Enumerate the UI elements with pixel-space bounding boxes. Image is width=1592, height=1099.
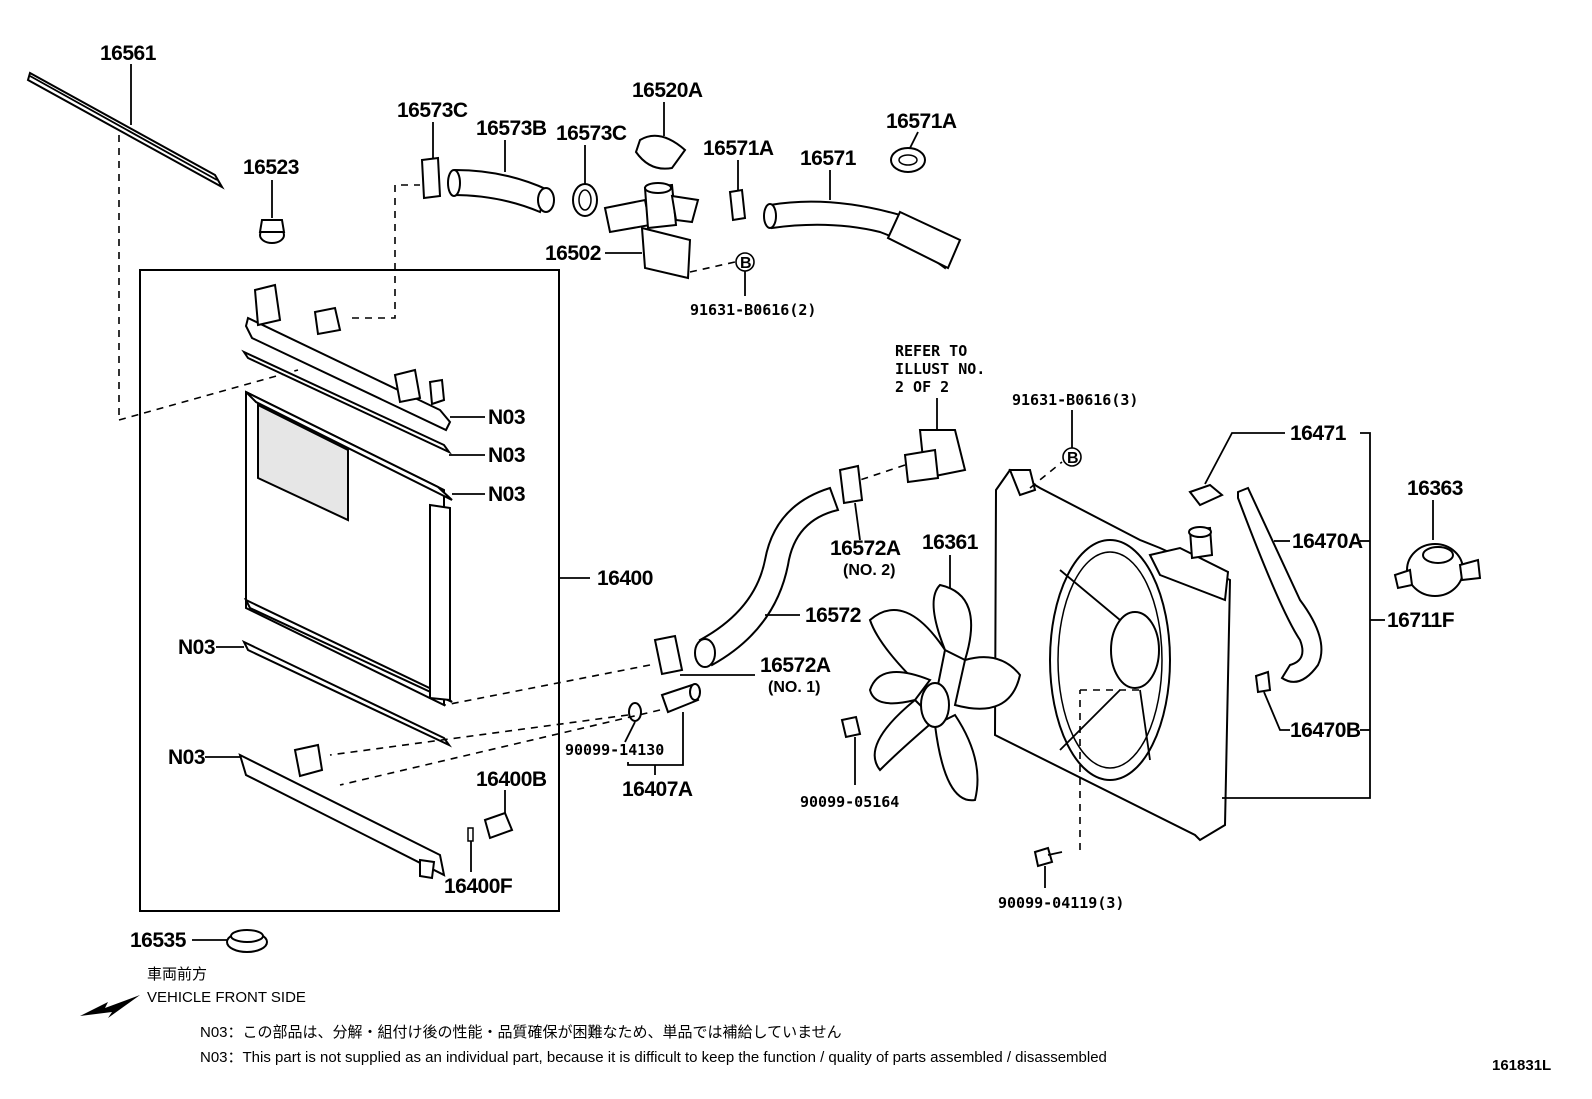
refer-line-1: REFER TO	[895, 342, 967, 360]
label-16407a[interactable]: 16407A	[622, 778, 693, 801]
cap-16520a[interactable]	[634, 134, 687, 170]
note-jp: N03：この部品は、分解・組付け後の性能・品質確保が困難なため、単品では補給して…	[200, 1023, 842, 1041]
outlet-flange[interactable]	[903, 429, 967, 484]
label-16573b[interactable]: 16573B	[476, 117, 547, 140]
label-91631-b0616-3[interactable]: 91631-B0616(3)	[1012, 391, 1138, 409]
label-16573c-left[interactable]: 16573C	[397, 99, 468, 122]
seal-strip-16561[interactable]	[26, 71, 225, 190]
gasket-lower[interactable]	[241, 639, 453, 748]
label-no1: (NO. 1)	[768, 679, 820, 696]
leader-16572a-no2	[854, 502, 861, 541]
leader-dash-16572a	[444, 664, 651, 706]
hose-16470a[interactable]	[1237, 486, 1323, 683]
b-marker-2-text: B	[1067, 450, 1079, 467]
leader-16571a-right	[909, 131, 919, 149]
radiator-assembly-frame	[139, 269, 560, 912]
inlet-16502[interactable]	[603, 182, 700, 280]
label-16520a[interactable]: 16520A	[632, 79, 703, 102]
hose-16571[interactable]	[763, 200, 962, 270]
radiator-core[interactable]	[243, 390, 453, 707]
label-16400f[interactable]: 16400F	[444, 875, 513, 898]
label-16572a-no2[interactable]: 16572A	[830, 537, 901, 560]
label-16363[interactable]: 16363	[1407, 477, 1463, 500]
nut-90099-05164[interactable]	[840, 715, 862, 739]
b-marker-1-text: B	[740, 255, 752, 272]
label-16470a[interactable]: 16470A	[1292, 530, 1363, 553]
leader-90099-14130	[624, 721, 636, 743]
fan-shroud-16711f[interactable]	[993, 468, 1232, 842]
leader-dash-16561b	[118, 369, 299, 421]
label-16470b[interactable]: 16470B	[1290, 719, 1361, 742]
leader-dash-outlet	[859, 464, 906, 481]
drain-cock-16407a[interactable]	[660, 683, 701, 714]
label-16535[interactable]: 16535	[130, 929, 187, 952]
drain-plug-16400b[interactable]	[483, 811, 514, 840]
hose-16572[interactable]	[694, 486, 840, 668]
leader-dash-drain2	[339, 709, 661, 786]
fan-16361[interactable]	[868, 583, 1022, 802]
refer-line-2: ILLUST NO.	[895, 360, 985, 378]
label-16502[interactable]: 16502	[545, 242, 601, 265]
clamp-16572a-no2[interactable]	[838, 464, 864, 505]
label-no2: (NO. 2)	[843, 562, 895, 579]
clamp-16573c-left[interactable]	[420, 156, 442, 200]
refer-line-3: 2 OF 2	[895, 378, 949, 396]
clamp-16571a-small[interactable]	[728, 188, 747, 222]
leader-16470b	[1263, 691, 1290, 731]
label-16571a-right[interactable]: 16571A	[886, 110, 957, 133]
upper-tank[interactable]	[244, 283, 452, 432]
label-91631-b0616-2[interactable]: 91631-B0616(2)	[690, 301, 816, 319]
label-16523[interactable]: 16523	[243, 156, 299, 179]
label-n03-5[interactable]: N03	[168, 746, 206, 769]
clamp-16573c-right[interactable]	[572, 183, 598, 217]
label-16471[interactable]: 16471	[1290, 422, 1347, 445]
note-en: N03：This part is not supplied as an indi…	[200, 1049, 1107, 1066]
cap-16471[interactable]	[1188, 483, 1224, 507]
leader-16471	[1204, 432, 1285, 485]
label-n03-3[interactable]: N03	[488, 483, 526, 506]
bolt-90099-04119[interactable]	[1033, 846, 1063, 868]
clamp-16571a-right[interactable]	[890, 147, 926, 173]
label-16711f[interactable]: 16711F	[1387, 609, 1455, 632]
label-n03-4[interactable]: N03	[178, 636, 216, 659]
label-16561[interactable]: 16561	[100, 42, 157, 65]
label-16573c-right[interactable]: 16573C	[556, 122, 627, 145]
cushion-16535[interactable]	[226, 929, 268, 953]
label-16571[interactable]: 16571	[800, 147, 857, 170]
clamp-16470b[interactable]	[1254, 670, 1272, 694]
label-16400b[interactable]: 16400B	[476, 768, 547, 791]
hose-16573b[interactable]	[447, 168, 555, 214]
motor-16363[interactable]	[1393, 543, 1482, 597]
clamp-16572a-no1[interactable]	[653, 634, 684, 676]
label-16400[interactable]: 16400	[597, 567, 653, 590]
gasket-upper-1[interactable]	[241, 349, 453, 455]
vehicle-front-en: VEHICLE FRONT SIDE	[147, 989, 306, 1006]
leader-dash-shroud	[1029, 461, 1063, 489]
illustration-id: 161831L	[1492, 1057, 1551, 1074]
label-90099-05164[interactable]: 90099-05164	[800, 793, 899, 811]
o-ring-90099-14130[interactable]	[628, 702, 642, 722]
vehicle-front-jp: 車両前方	[147, 966, 207, 983]
label-16572[interactable]: 16572	[805, 604, 861, 627]
o-ring-16400f[interactable]	[467, 827, 474, 842]
leader-dash-drain	[329, 714, 629, 756]
label-n03-1[interactable]: N03	[488, 406, 526, 429]
label-90099-04119[interactable]: 90099-04119(3)	[998, 894, 1124, 912]
label-16361[interactable]: 16361	[922, 531, 979, 554]
label-90099-14130[interactable]: 90099-14130	[565, 741, 664, 759]
cushion-16523[interactable]	[258, 219, 286, 244]
front-arrow-icon	[80, 995, 140, 1018]
leader-dash-16502	[689, 261, 736, 273]
bracket-16711f	[1222, 432, 1371, 799]
label-16572a-no1[interactable]: 16572A	[760, 654, 831, 677]
lower-tank[interactable]	[238, 743, 446, 880]
label-n03-2[interactable]: N03	[488, 444, 526, 467]
leader-dash-upper	[352, 184, 420, 319]
label-16571a-small[interactable]: 16571A	[703, 137, 774, 160]
